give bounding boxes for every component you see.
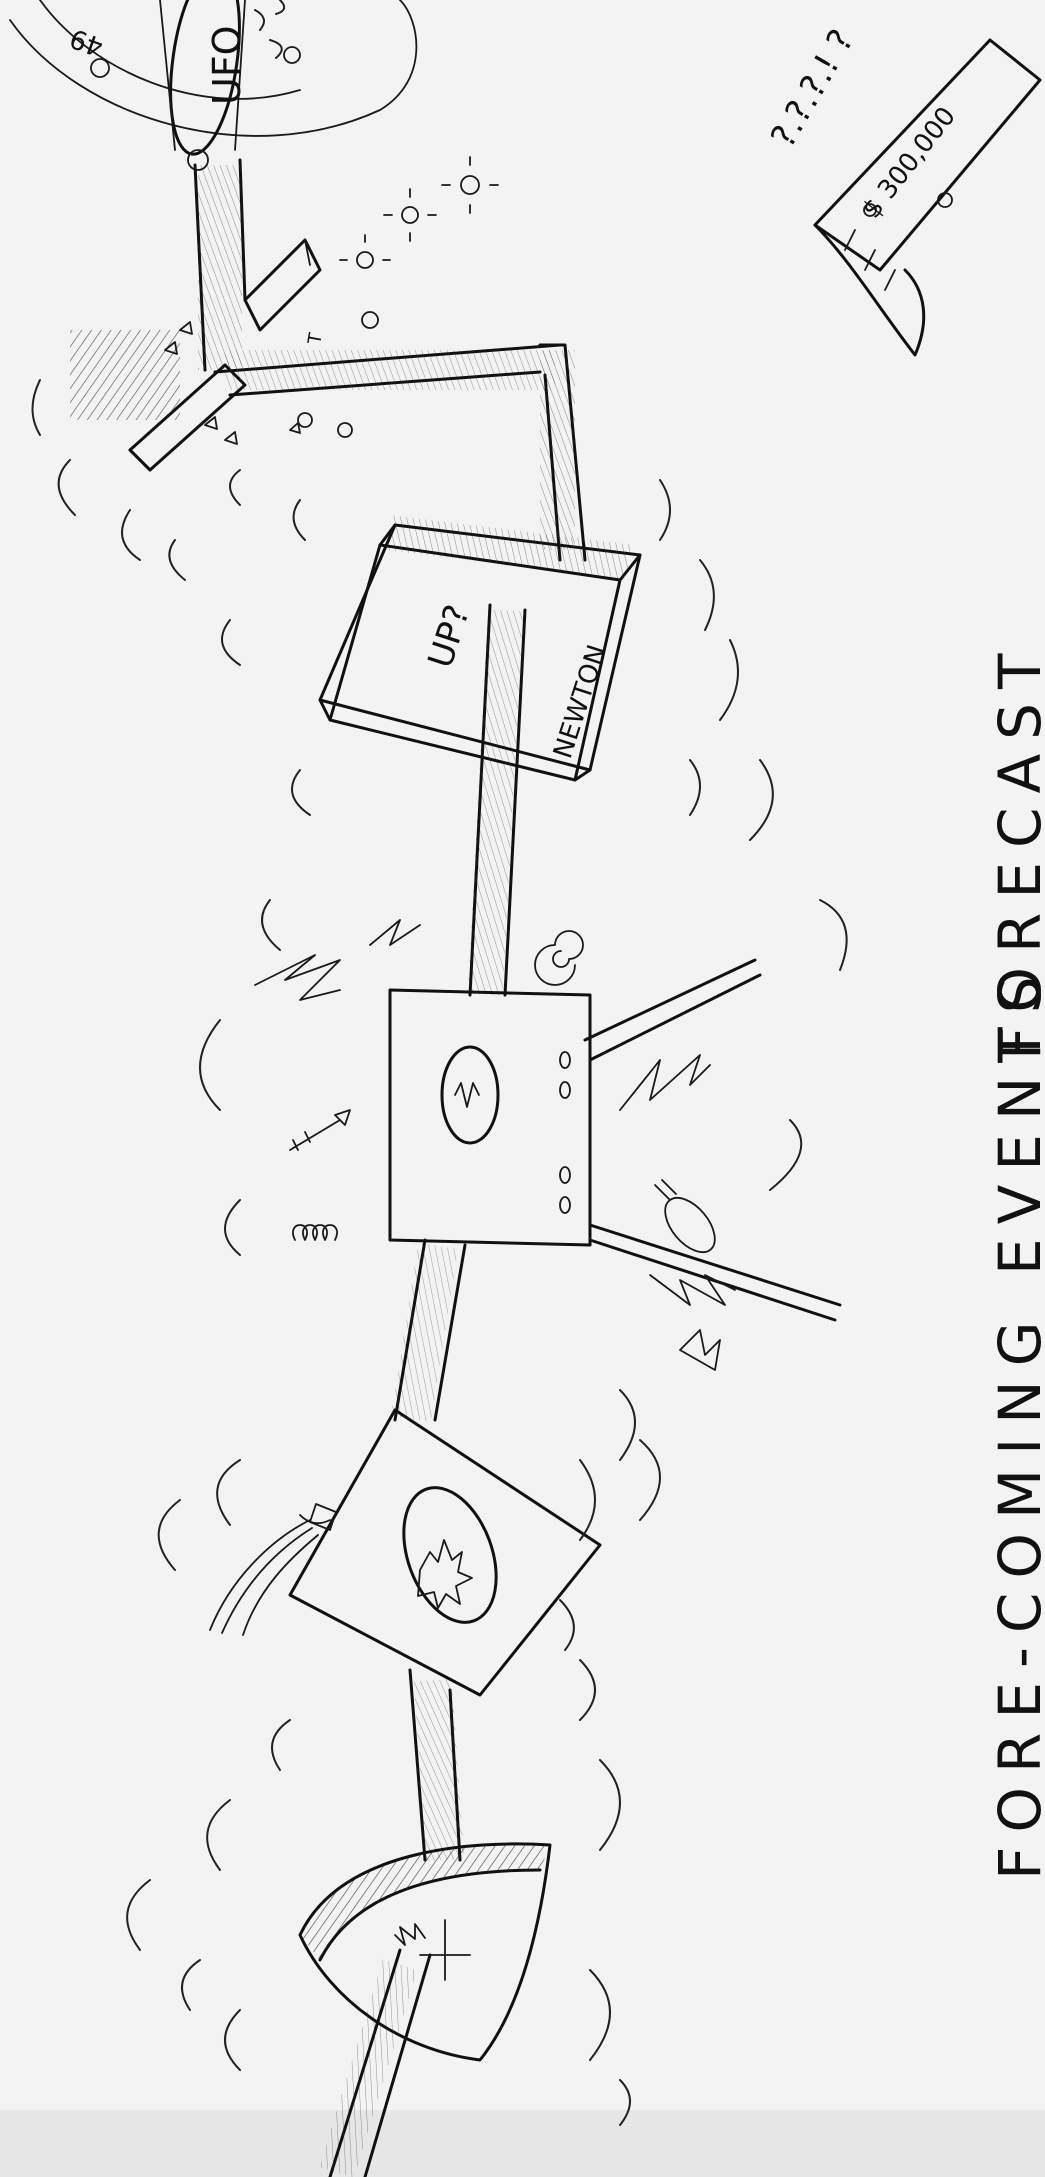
caption-fore-coming-events: FORE-COMING EVENTS bbox=[986, 962, 1045, 1880]
paper-bottom-band bbox=[0, 2110, 1045, 2177]
caption-forecast: FORECAST bbox=[986, 640, 1045, 1060]
ufo-label: UFO bbox=[205, 25, 249, 105]
